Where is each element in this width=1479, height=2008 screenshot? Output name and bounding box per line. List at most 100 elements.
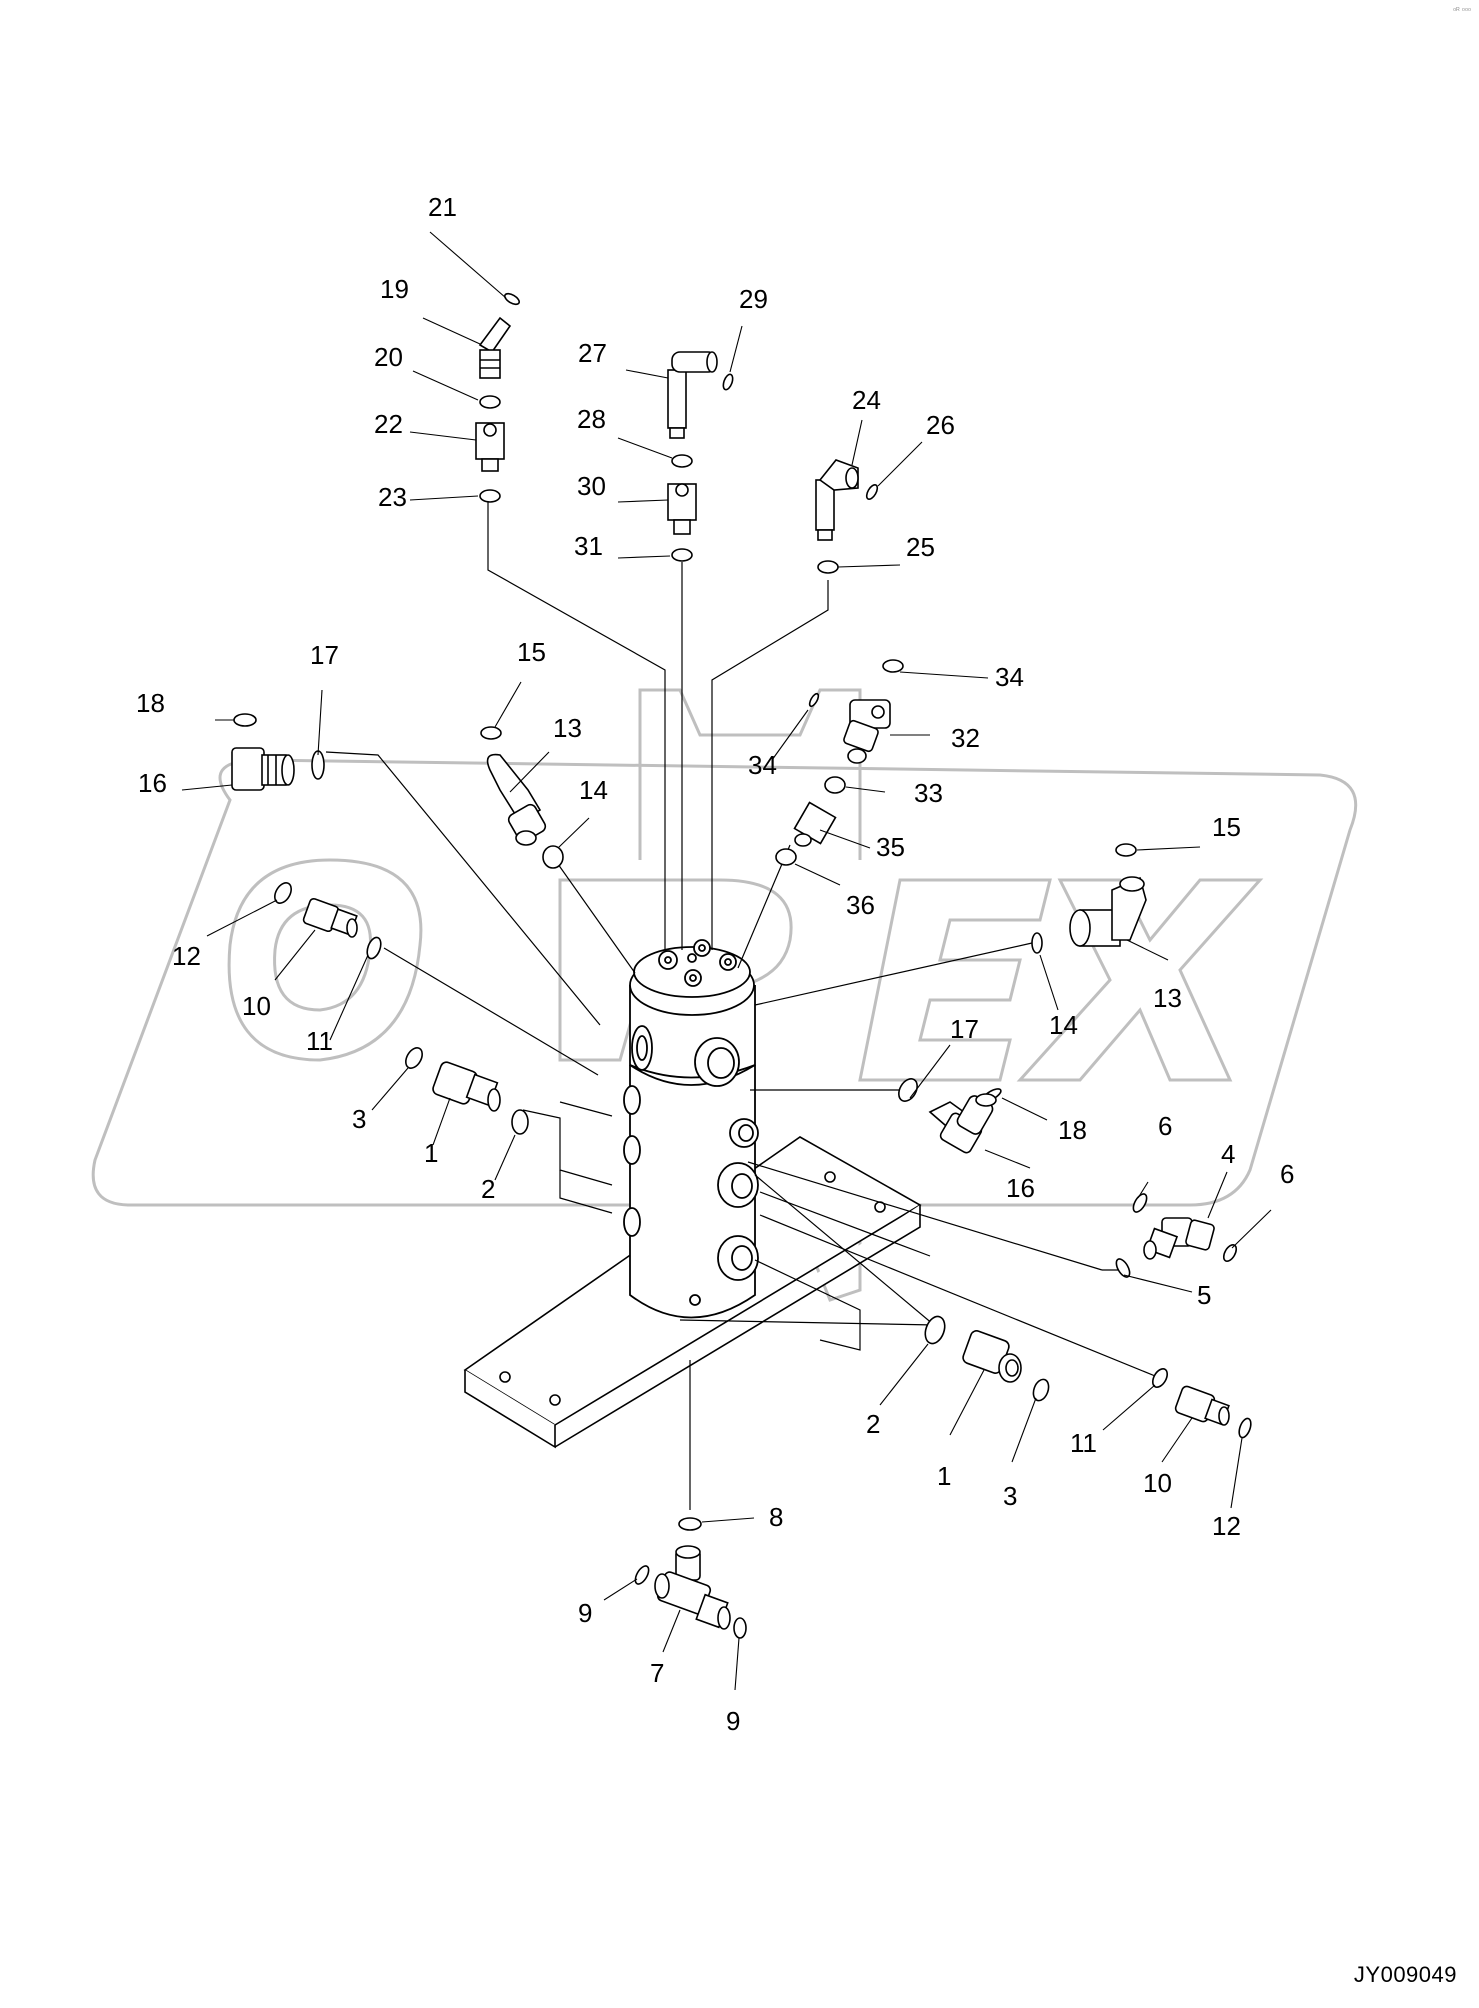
- callout-22: 22: [374, 409, 403, 439]
- o-ring-17-right: [898, 1078, 918, 1102]
- callout-19: 19: [380, 274, 409, 304]
- o-ring-29: [722, 373, 734, 391]
- callout-13: 13: [1153, 983, 1182, 1013]
- callout-16: 16: [138, 768, 167, 798]
- callout-14: 14: [579, 775, 608, 805]
- callout-13: 13: [553, 713, 582, 743]
- callout-34: 34: [995, 662, 1024, 692]
- o-ring-11-left: [366, 936, 382, 960]
- o-ring-3-left: [405, 1047, 423, 1069]
- adapter-22: [475, 422, 505, 472]
- o-ring-36: [775, 848, 797, 866]
- fittings: [231, 292, 1252, 1639]
- o-ring-12-right: [1238, 1417, 1252, 1439]
- o-ring-18-left: [233, 713, 257, 727]
- tee-fitting-7: [654, 1545, 731, 1630]
- drawing-code: JY009049: [1353, 1962, 1457, 1987]
- mounting-hole: [499, 1371, 511, 1383]
- o-ring-31: [671, 548, 693, 562]
- callout-33: 33: [914, 778, 943, 808]
- o-ring-33: [824, 776, 846, 794]
- callout-23: 23: [378, 482, 407, 512]
- adapter-10-left: [302, 897, 358, 938]
- callout-leaders: [181, 231, 1272, 1691]
- o-ring-25: [817, 560, 839, 574]
- adapter-35: [793, 801, 837, 847]
- callout-20: 20: [374, 342, 403, 372]
- callout-4: 4: [1221, 1139, 1235, 1169]
- adapter-1-right: [962, 1330, 1022, 1383]
- o-ring-9-lower: [733, 1617, 747, 1639]
- mounting-hole: [549, 1394, 561, 1406]
- elbow-fitting-24: [815, 459, 859, 541]
- callout-11: 11: [1070, 1428, 1097, 1458]
- callout-6: 6: [1280, 1159, 1294, 1189]
- callout-15: 15: [517, 637, 546, 667]
- o-ring-6-upper: [1132, 1193, 1148, 1213]
- o-ring-6-lower: [1222, 1244, 1238, 1262]
- o-ring-8: [678, 1517, 702, 1531]
- guide-lines: [325, 500, 1161, 1510]
- callout-12: 12: [172, 941, 201, 971]
- elbow-fitting-19: [478, 316, 512, 379]
- o-ring-17-left: [311, 750, 325, 780]
- tee-fitting-32: [843, 699, 891, 764]
- callout-2: 2: [481, 1174, 495, 1204]
- mounting-hole: [824, 1171, 836, 1183]
- callout-36: 36: [846, 890, 875, 920]
- o-ring-20: [479, 395, 501, 409]
- callout-9: 9: [726, 1706, 740, 1736]
- adapter-1-left: [432, 1061, 501, 1112]
- tee-fitting-4: [1143, 1217, 1215, 1260]
- o-ring-12-left: [274, 882, 292, 904]
- callout-16: 16: [1006, 1173, 1035, 1203]
- o-ring-26: [865, 483, 879, 501]
- o-ring-14-upper: [542, 845, 564, 869]
- corner-mark: ᵒᴿ ᵒᵒᵒ: [1453, 6, 1471, 15]
- o-ring-28: [671, 454, 693, 468]
- callout-29: 29: [739, 284, 768, 314]
- elbow-fitting-16-right: [928, 1093, 997, 1154]
- callout-12: 12: [1212, 1511, 1241, 1541]
- o-ring-5: [1115, 1258, 1131, 1278]
- callout-26: 26: [926, 410, 955, 440]
- callout-18: 18: [136, 688, 165, 718]
- callout-31: 31: [574, 531, 603, 561]
- o-ring-2-left: [511, 1109, 529, 1135]
- callout-1: 1: [424, 1138, 438, 1168]
- clip-34: [808, 692, 820, 708]
- elbow-fitting-27: [667, 351, 718, 439]
- callout-32: 32: [951, 723, 980, 753]
- o-ring-2-right: [924, 1315, 946, 1345]
- callout-18: 18: [1058, 1115, 1087, 1145]
- callout-27: 27: [578, 338, 607, 368]
- o-ring-9-upper: [634, 1565, 650, 1585]
- o-ring-3-right: [1032, 1378, 1050, 1402]
- elbow-fitting-16-left: [231, 747, 295, 791]
- adapter-30: [667, 483, 697, 535]
- callout-3: 3: [1003, 1481, 1017, 1511]
- callout-10: 10: [1143, 1468, 1172, 1498]
- callout-34: 34: [748, 750, 777, 780]
- o-ring-15-upper: [480, 726, 502, 740]
- callout-1: 1: [937, 1461, 951, 1491]
- callout-11: 11: [306, 1026, 333, 1056]
- callout-28: 28: [577, 404, 606, 434]
- swivel-joint-body: [623, 939, 759, 1319]
- callout-21: 21: [428, 192, 457, 222]
- callout-35: 35: [876, 832, 905, 862]
- adapter-10-right: [1174, 1385, 1230, 1426]
- callout-25: 25: [906, 532, 935, 562]
- callout-8: 8: [769, 1502, 783, 1532]
- o-ring-14-right: [1031, 932, 1043, 954]
- o-ring-11-right: [1151, 1368, 1169, 1388]
- o-ring-15-right: [1115, 843, 1137, 857]
- callout-6: 6: [1158, 1111, 1172, 1141]
- callout-3: 3: [352, 1104, 366, 1134]
- o-ring-34-upper: [882, 659, 904, 673]
- elbow-fitting-13-upper: [486, 753, 547, 846]
- callout-7: 7: [650, 1658, 664, 1688]
- clip-21: [503, 292, 521, 306]
- callout-2: 2: [866, 1409, 880, 1439]
